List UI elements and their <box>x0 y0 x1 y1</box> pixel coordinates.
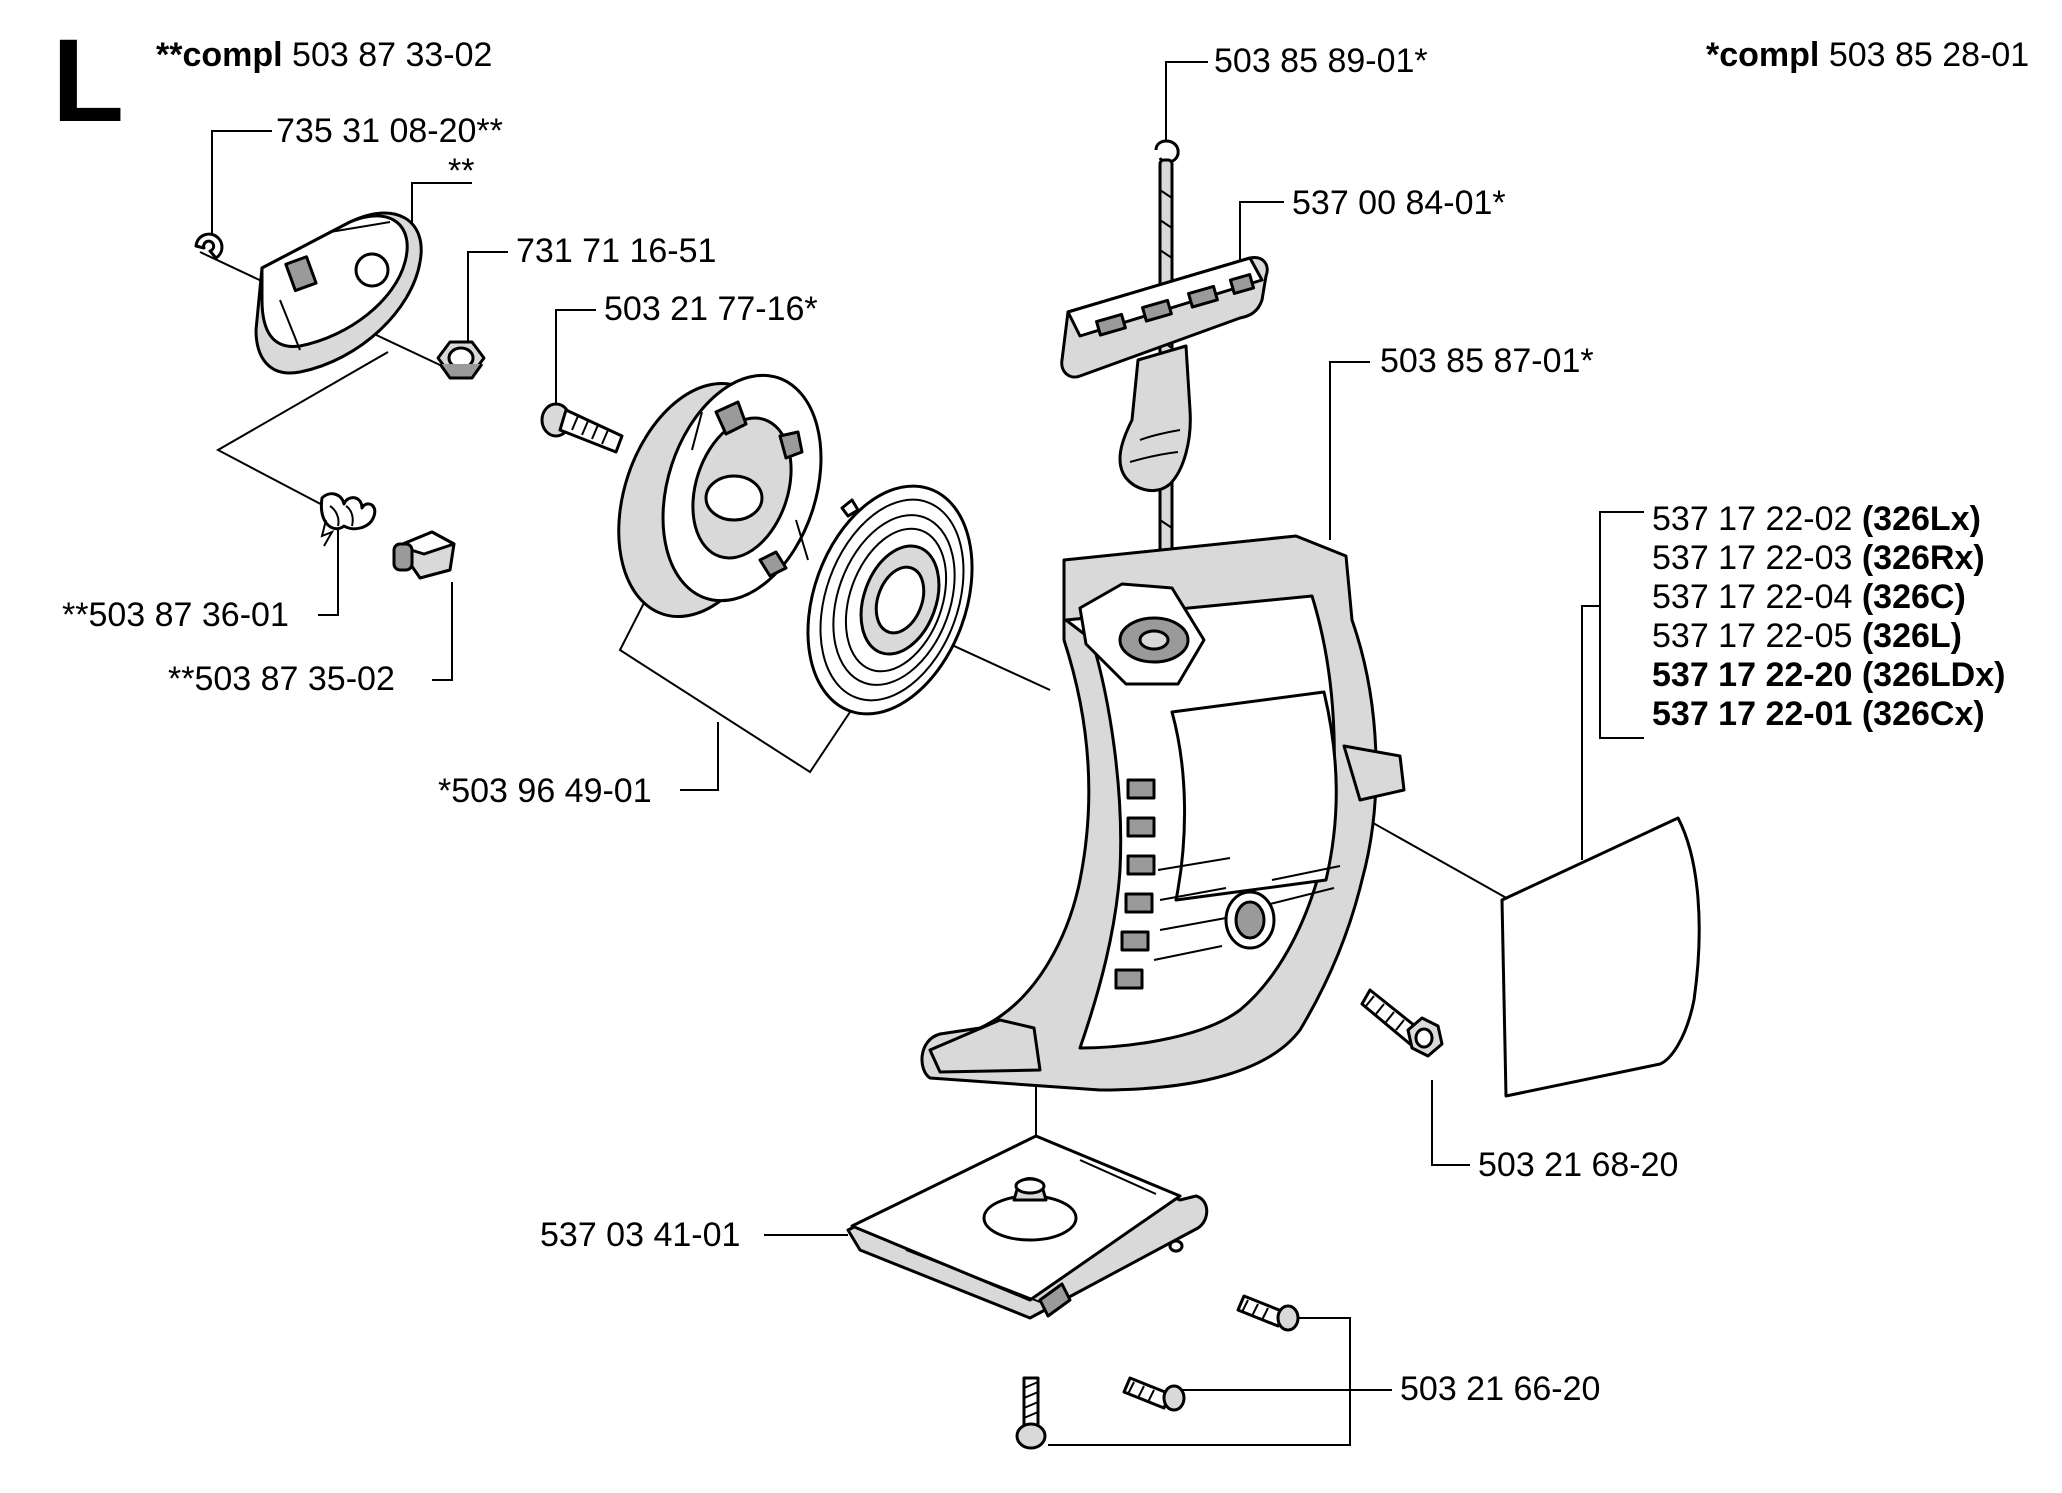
decal-part <box>1500 816 1701 1098</box>
variant-item: 537 17 22-02 (326Lx) <box>1652 500 1981 538</box>
left-assembly-number: 503 87 33-02 <box>292 36 493 74</box>
variant-model: (326Rx) <box>1861 539 1985 577</box>
variant-model: (326LDx) <box>1861 656 2006 694</box>
variant-item: 537 17 22-04 (326C) <box>1652 578 1966 616</box>
label-503-85-89-01: 503 85 89-01* <box>1214 42 1428 80</box>
variant-model: (326C) <box>1861 578 1966 616</box>
label-731-71-16-51: 731 71 16-51 <box>516 232 717 270</box>
pulley-cover-part <box>254 211 423 375</box>
variant-model: (326L) <box>1861 617 1962 655</box>
variant-number: 537 17 22-05 <box>1652 617 1853 655</box>
label-537-03-41-01: 537 03 41-01 <box>540 1216 741 1254</box>
pawl-503-87-35-02 <box>392 530 456 580</box>
screws-503-21-66-20 <box>1015 1294 1300 1450</box>
label-503-21-68-20: 503 21 68-20 <box>1478 1146 1679 1184</box>
label-503-96-49-01: *503 96 49-01 <box>438 772 652 810</box>
label-503-85-87-01: 503 85 87-01* <box>1380 342 1594 380</box>
screw-503-21-68-20 <box>1360 988 1444 1058</box>
spring-503-87-36-01 <box>319 492 377 547</box>
screw-503-21-77-16 <box>540 402 624 454</box>
variant-item: 537 17 22-01 (326Cx) <box>1652 695 1985 733</box>
right-assembly-prefix: *compl <box>1706 36 1820 74</box>
label-735-31-08-20: 735 31 08-20** <box>276 112 503 150</box>
variant-model: (326Cx) <box>1861 695 1985 733</box>
variant-number: 537 17 22-03 <box>1652 539 1853 577</box>
base-bracket-part <box>846 1134 1209 1320</box>
label-503-21-77-16: 503 21 77-16* <box>604 290 818 328</box>
right-assembly-number: 503 85 28-01 <box>1828 36 2030 74</box>
variant-number: 537 17 22-02 <box>1652 500 1853 538</box>
starter-handle-part <box>1060 256 1269 493</box>
variant-item: 537 17 22-20 (326LDx) <box>1652 656 2005 694</box>
left-assembly-label: **compl 503 87 33-02 <box>156 36 492 74</box>
recoil-spring-part <box>806 484 974 716</box>
leader-lines <box>199 61 1644 1446</box>
starter-housing-part <box>920 534 1406 1092</box>
variant-number: 537 17 22-04 <box>1652 578 1853 616</box>
right-assembly-label: *compl 503 85 28-01 <box>1706 36 2029 74</box>
rope-pulley-part <box>617 373 823 619</box>
left-assembly-prefix: **compl <box>156 36 283 74</box>
label-537-00-84-01: 537 00 84-01* <box>1292 184 1506 222</box>
variant-model: (326Lx) <box>1861 500 1981 538</box>
label-503-21-66-20: 503 21 66-20 <box>1400 1370 1601 1408</box>
circlip-735-31-08-20 <box>194 232 224 260</box>
label-503-87-36-01: **503 87 36-01 <box>62 596 289 634</box>
nut-731-71-16-51 <box>436 340 486 380</box>
variant-item: 537 17 22-03 (326Rx) <box>1652 539 1985 577</box>
label-503-87-35-02: **503 87 35-02 <box>168 660 395 698</box>
variant-number: 537 17 22-01 <box>1652 695 1853 733</box>
variant-number: 537 17 22-20 <box>1652 656 1853 694</box>
label-double-star: ** <box>448 152 475 190</box>
section-letter: L <box>52 15 125 147</box>
variant-item: 537 17 22-05 (326L) <box>1652 617 1962 655</box>
